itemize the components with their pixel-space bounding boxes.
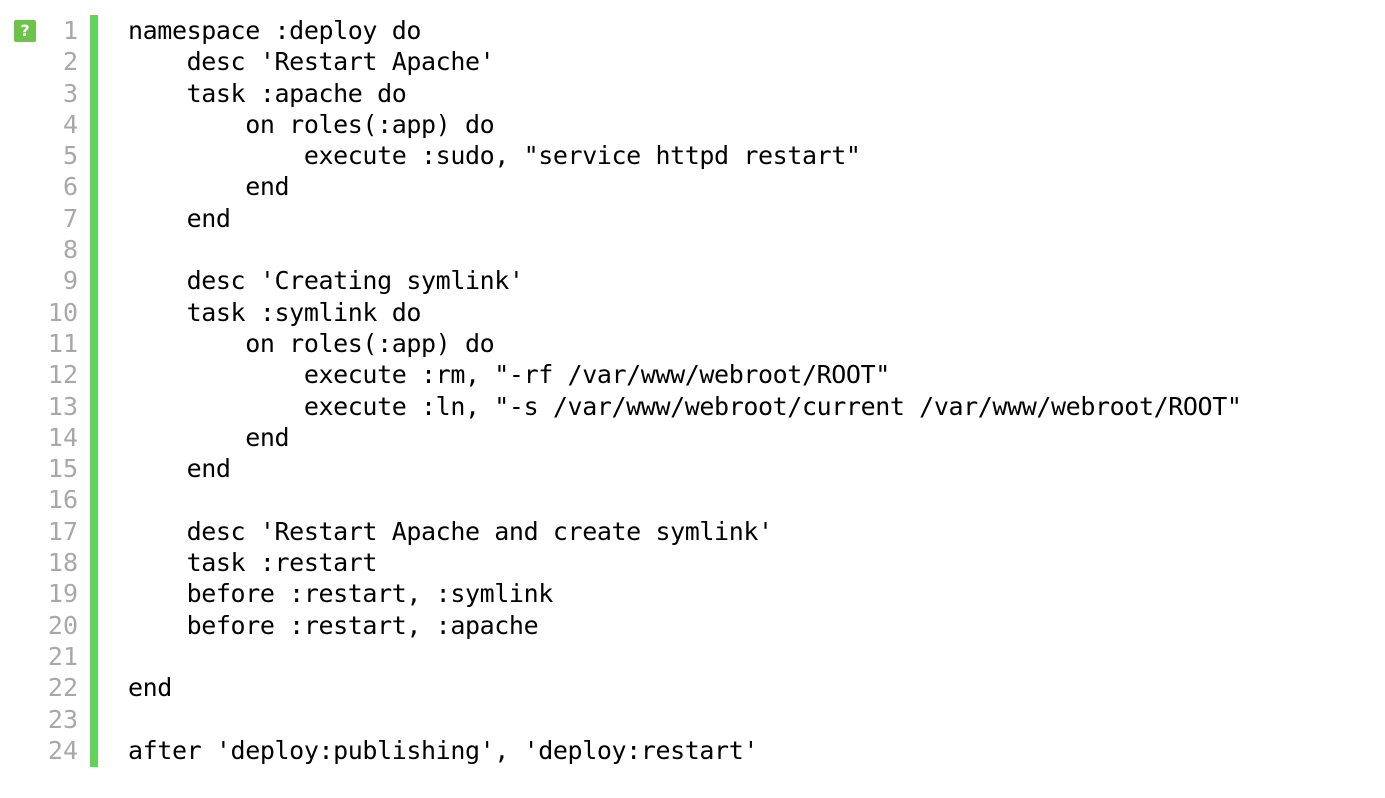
line-number: 18 — [47, 548, 78, 578]
code-text[interactable]: desc 'Creating symlink' — [128, 266, 524, 296]
code-line[interactable]: 3 task :apache do — [0, 78, 1385, 109]
code-text[interactable]: execute :sudo, "service httpd restart" — [128, 141, 861, 171]
code-text[interactable]: end — [128, 673, 172, 703]
code-text[interactable]: task :apache do — [128, 78, 407, 108]
code-line[interactable]: 15 end — [0, 453, 1385, 484]
code-line[interactable]: 5 execute :sudo, "service httpd restart" — [0, 140, 1385, 171]
code-line[interactable]: 9 desc 'Creating symlink' — [0, 265, 1385, 296]
code-text[interactable]: before :restart, :symlink — [128, 579, 554, 609]
code-text[interactable]: end — [128, 422, 290, 452]
code-line[interactable]: 19 before :restart, :symlink — [0, 578, 1385, 609]
code-line[interactable]: 21 — [0, 641, 1385, 672]
code-text[interactable]: task :symlink do — [128, 297, 422, 327]
line-number: 10 — [47, 297, 78, 327]
line-number: 2 — [62, 47, 78, 77]
code-text[interactable]: execute :ln, "-s /var/www/webroot/curren… — [128, 391, 1242, 421]
code-line[interactable]: 8 — [0, 234, 1385, 265]
line-number: 9 — [62, 266, 78, 296]
code-line[interactable]: 13 execute :ln, "-s /var/www/webroot/cur… — [0, 391, 1385, 422]
code-text[interactable]: on roles(:app) do — [128, 328, 495, 358]
code-line[interactable]: 16 — [0, 484, 1385, 515]
code-line[interactable]: 17 desc 'Restart Apache and create symli… — [0, 516, 1385, 547]
change-indicator-bar — [90, 15, 98, 767]
warning-marker-icon[interactable]: ? — [14, 20, 36, 42]
line-number: 4 — [62, 109, 78, 139]
code-text[interactable]: before :restart, :apache — [128, 610, 539, 640]
code-line[interactable]: 23 — [0, 704, 1385, 735]
code-line[interactable]: 6 end — [0, 171, 1385, 202]
line-number: 16 — [47, 485, 78, 515]
code-line[interactable]: 18 task :restart — [0, 547, 1385, 578]
code-line[interactable]: 14 end — [0, 422, 1385, 453]
code-text[interactable]: end — [128, 172, 290, 202]
code-text[interactable]: execute :rm, "-rf /var/www/webroot/ROOT" — [128, 360, 890, 390]
code-text[interactable]: after 'deploy:publishing', 'deploy:resta… — [128, 735, 759, 765]
code-line[interactable]: 1 namespace :deploy do — [0, 15, 1385, 46]
line-number: 12 — [47, 360, 78, 390]
line-number: 6 — [62, 172, 78, 202]
line-number: 24 — [47, 735, 78, 765]
code-line[interactable]: 11 on roles(:app) do — [0, 328, 1385, 359]
code-text[interactable]: namespace :deploy do — [128, 16, 422, 45]
code-text[interactable]: desc 'Restart Apache' — [128, 47, 495, 77]
code-text[interactable]: task :restart — [128, 548, 378, 578]
code-line[interactable]: 24 after 'deploy:publishing', 'deploy:res… — [0, 735, 1385, 766]
line-number: 21 — [47, 641, 78, 671]
code-text[interactable]: desc 'Restart Apache and create symlink' — [128, 516, 773, 546]
line-number: 19 — [47, 579, 78, 609]
line-number: 20 — [47, 610, 78, 640]
line-number: 1 — [62, 16, 78, 45]
line-number: 7 — [62, 203, 78, 233]
line-number: 15 — [47, 454, 78, 484]
line-number: 17 — [47, 516, 78, 546]
code-text[interactable]: end — [128, 454, 231, 484]
line-number: 22 — [47, 673, 78, 703]
code-text[interactable]: on roles(:app) do — [128, 109, 495, 139]
code-text[interactable]: end — [128, 203, 231, 233]
line-number: 13 — [47, 391, 78, 421]
line-number: 23 — [47, 704, 78, 734]
code-line[interactable]: 10 task :symlink do — [0, 297, 1385, 328]
line-number: 8 — [62, 235, 78, 265]
code-line[interactable]: 22 end — [0, 672, 1385, 703]
code-line[interactable]: 12 execute :rm, "-rf /var/www/webroot/RO… — [0, 359, 1385, 390]
code-line[interactable]: 2 desc 'Restart Apache' — [0, 46, 1385, 77]
code-line[interactable]: 20 before :restart, :apache — [0, 610, 1385, 641]
line-number: 11 — [47, 328, 78, 358]
code-line[interactable]: 4 on roles(:app) do — [0, 109, 1385, 140]
line-number: 5 — [62, 141, 78, 171]
line-number: 14 — [47, 422, 78, 452]
line-number: 3 — [62, 78, 78, 108]
code-line[interactable]: 7 end — [0, 203, 1385, 234]
